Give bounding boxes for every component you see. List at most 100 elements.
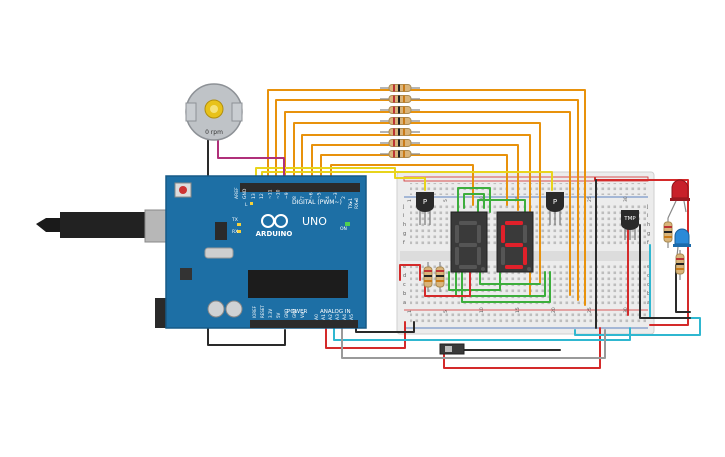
gnd-pin-label: GND — [242, 188, 248, 199]
reset-button-icon — [179, 186, 187, 194]
wire-green[interactable] — [461, 271, 551, 303]
breadboard-row-letter: i — [403, 213, 404, 219]
display-segment-f — [501, 225, 505, 243]
breadboard-row-letter: b — [647, 291, 650, 297]
display-segment-b — [523, 225, 527, 243]
analog-pin-label: A2 — [328, 314, 334, 320]
voltage-regulator — [180, 268, 192, 280]
resistor-top[interactable] — [380, 95, 420, 103]
resistor-top[interactable] — [380, 150, 420, 158]
wire-orange[interactable] — [311, 144, 519, 211]
breadboard-row-letter: e — [647, 264, 650, 270]
breadboard-row-letter: a — [647, 300, 650, 306]
breadboard-column-number: 30 — [623, 196, 629, 202]
wire-red[interactable] — [594, 177, 689, 326]
wire-dark[interactable] — [639, 224, 691, 319]
wire-orange[interactable] — [284, 111, 571, 296]
power-pin-label: GND — [292, 309, 297, 318]
wire-green[interactable] — [477, 199, 526, 213]
resistor-breadboard-2[interactable] — [435, 262, 445, 292]
wire-cyan[interactable] — [574, 244, 701, 336]
breadboard-column-number: 20 — [551, 307, 557, 313]
usb-plug-icon — [36, 218, 66, 232]
dc-motor[interactable]: 0 rpm — [185, 83, 243, 141]
arduino-uno-board[interactable]: ARDUINO UNO DIGITAL (PWM~) POWER ANALOG … — [36, 175, 367, 329]
wire-dark[interactable] — [675, 264, 691, 313]
breadboard-column-number: 5 — [443, 199, 449, 202]
resistor-red-led[interactable] — [663, 218, 673, 248]
wire-orange[interactable] — [275, 99, 579, 301]
digital-pin-label: ~10 — [276, 189, 282, 199]
display-segment-g — [459, 243, 477, 247]
digital-pin-label: ~5 — [317, 192, 323, 199]
resistor-breadboard-1[interactable] — [423, 262, 433, 292]
wire-green[interactable] — [455, 271, 546, 297]
power-pin-label: Vin — [300, 311, 305, 318]
digital-header-label: DIGITAL (PWM~) — [292, 199, 342, 206]
digital-pin-label: 8 — [292, 196, 298, 199]
transistor-left[interactable]: P — [416, 192, 434, 225]
wire-orange[interactable] — [330, 164, 474, 206]
digital-pin-label: 13 — [251, 193, 257, 199]
rx0-pin-label: RX◂0 — [354, 198, 360, 209]
slide-switch[interactable] — [439, 343, 465, 355]
breadboard-column-number: 30 — [623, 307, 629, 313]
breadboard-row-letter: i — [647, 213, 648, 219]
wire-orange[interactable] — [267, 89, 586, 306]
tx1-pin-label: TX▸1 — [348, 198, 354, 210]
wire-magenta[interactable] — [217, 139, 285, 184]
breadboard-row-letter: e — [403, 264, 406, 270]
seven-segment-display-left[interactable] — [450, 211, 488, 273]
analog-pin-label: A5 — [349, 314, 355, 320]
capacitor-left — [207, 300, 225, 318]
resistor-top[interactable] — [380, 106, 420, 114]
resistor-top[interactable] — [380, 84, 420, 92]
display-segment-f — [455, 225, 459, 243]
digital-pin-label: 7 — [300, 196, 306, 199]
temperature-sensor[interactable]: TMP — [621, 210, 639, 240]
resistor-top[interactable] — [380, 139, 420, 147]
breadboard-column-number: 25 — [587, 196, 593, 202]
microcontroller-chip — [248, 270, 348, 298]
breadboard-column-number: 1 — [407, 199, 413, 202]
display-segment-c — [477, 247, 481, 265]
breadboard-row-letter: a — [403, 300, 406, 306]
motor-speed-label: 0 rpm — [205, 129, 223, 136]
display-segment-a — [505, 221, 523, 225]
wire-red[interactable] — [325, 321, 406, 349]
breadboard-row-letter: g — [403, 231, 406, 237]
resistor-top[interactable] — [380, 128, 420, 136]
analog-pin-label: A1 — [321, 314, 327, 320]
usb-port — [144, 209, 168, 243]
breadboard-row-letter: j — [646, 204, 648, 210]
led-red[interactable] — [667, 179, 690, 219]
display-segment-e — [501, 247, 505, 265]
wire-orange[interactable] — [293, 122, 541, 284]
breadboard-column-number: 5 — [443, 310, 449, 313]
breadboard-row-letter: c — [647, 282, 650, 288]
resistor-blue-led[interactable] — [675, 250, 685, 280]
wire-green[interactable] — [479, 271, 541, 285]
breadboard-row-letter: j — [402, 204, 404, 210]
seven-segment-display-right[interactable]: 5 — [0, 0, 534, 273]
digital-pin-label: ~6 — [308, 192, 314, 199]
transistor-right-label: P — [553, 198, 557, 206]
digital-pin-label: 4 — [325, 196, 331, 199]
capacitor-right — [225, 300, 243, 318]
transistor-right[interactable]: P — [546, 192, 564, 225]
display-segment-b — [477, 225, 481, 243]
on-led-label: ON — [340, 226, 347, 232]
digital-pin-label: ~3 — [333, 192, 339, 199]
wire-cyan[interactable] — [333, 321, 631, 341]
breadboard-row-letter: c — [403, 282, 406, 288]
analog-header-label: ANALOG IN — [320, 309, 351, 315]
usb-chip — [215, 222, 227, 240]
display-segment-a — [459, 221, 477, 225]
display-decimal-point — [481, 267, 485, 271]
resistor-top[interactable] — [380, 117, 420, 125]
wire-red[interactable] — [399, 264, 421, 281]
l-led-label: L — [245, 202, 248, 208]
wire-green[interactable] — [448, 271, 501, 291]
digital-pin-label: ~11 — [267, 189, 273, 199]
